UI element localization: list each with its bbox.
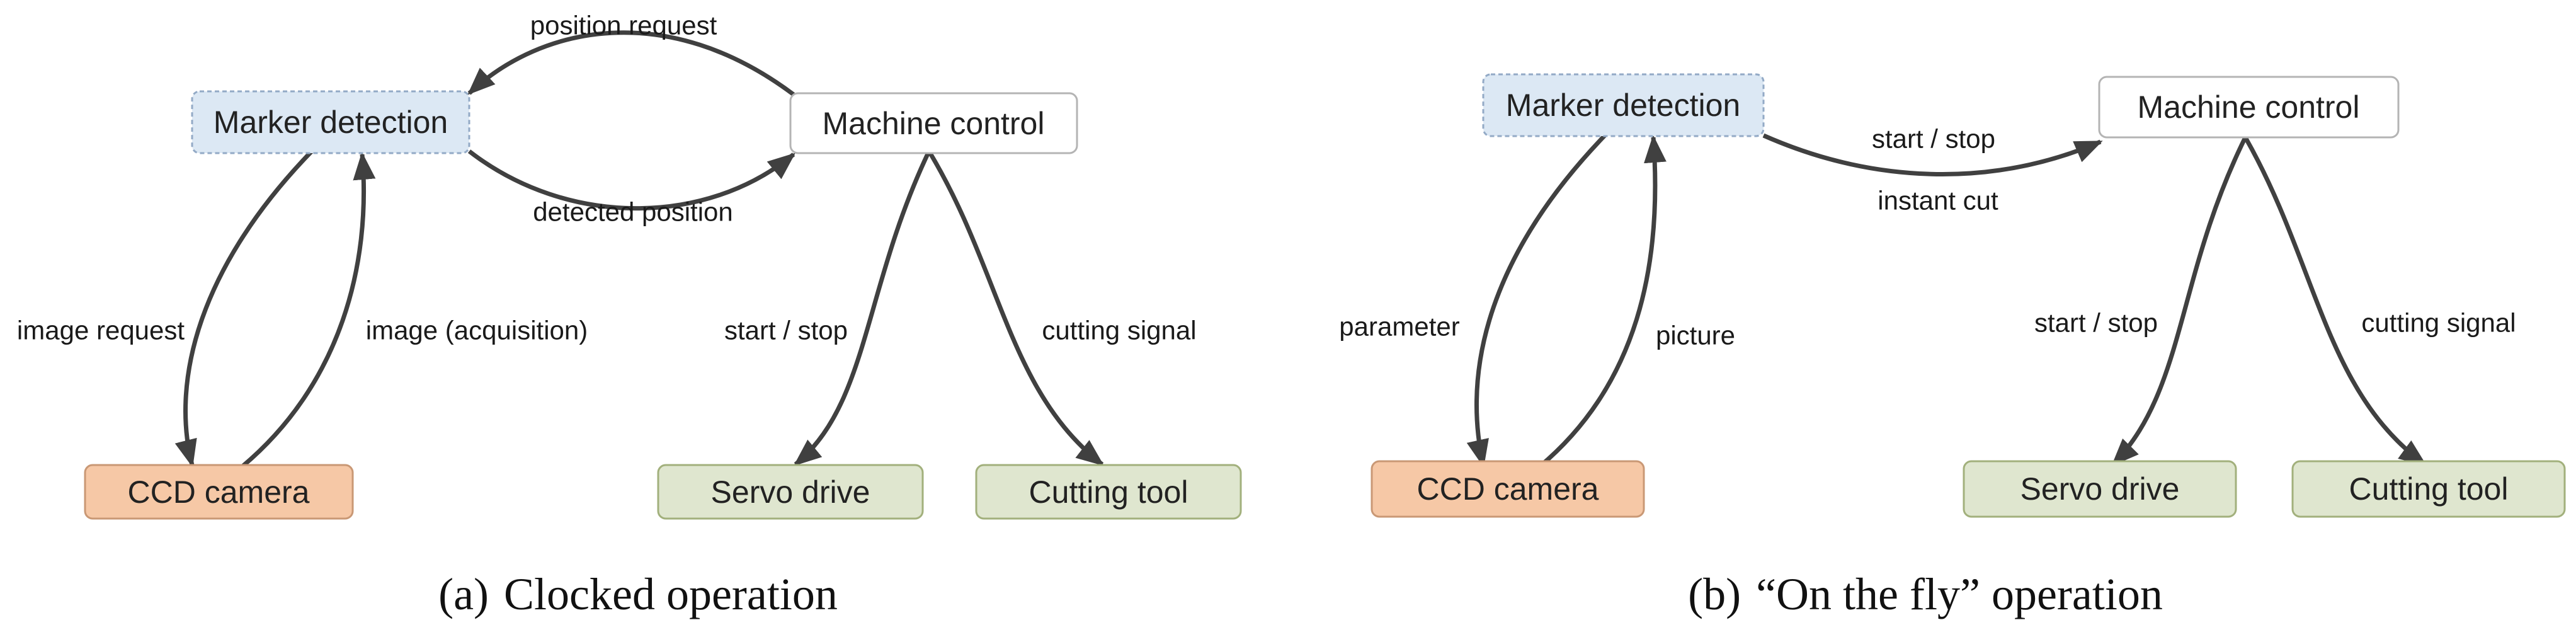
edge-label-image-request: image request bbox=[17, 316, 185, 345]
node-ccd-camera: CCD camera bbox=[1371, 460, 1645, 518]
edge-label-instant-cut: instant cut bbox=[1878, 186, 1998, 215]
node-marker-detection: Marker detection bbox=[1482, 73, 1765, 137]
edge-label-position-request: position request bbox=[530, 11, 717, 40]
caption-b: (b) “On the fly” operation bbox=[1688, 569, 2163, 619]
edge-start-stop-top bbox=[1762, 133, 2103, 176]
node-servo-drive: Servo drive bbox=[1963, 460, 2237, 518]
node-label: Machine control bbox=[823, 106, 1045, 141]
panel-on-the-fly-operation: Marker detection Machine control CCD cam… bbox=[1339, 73, 2566, 619]
edge-image-acquisition bbox=[241, 152, 376, 468]
edge-detected-position bbox=[467, 149, 796, 211]
node-label: CCD camera bbox=[128, 474, 310, 510]
edge-start-stop bbox=[2111, 136, 2248, 466]
edge-label-parameter: parameter bbox=[1339, 312, 1459, 342]
edge-label-image-acquisition: image (acquisition) bbox=[366, 316, 588, 345]
edge-label-cutting-signal: cutting signal bbox=[2361, 308, 2516, 338]
node-label: Marker detection bbox=[1506, 88, 1740, 123]
caption-label: (b) bbox=[1688, 569, 1741, 619]
node-machine-control: Machine control bbox=[2098, 76, 2400, 139]
edge-label-start-stop-top: start / stop bbox=[1872, 124, 1995, 154]
edge-label-start-stop: start / stop bbox=[724, 316, 848, 345]
node-cutting-tool: Cutting tool bbox=[975, 464, 1242, 520]
node-ccd-camera: CCD camera bbox=[84, 464, 354, 520]
panel-clocked-operation: Marker detection Machine control CCD cam… bbox=[17, 11, 1242, 619]
node-servo-drive: Servo drive bbox=[657, 464, 924, 520]
node-label: Machine control bbox=[2138, 89, 2360, 125]
node-label: Cutting tool bbox=[1029, 474, 1188, 510]
edge-label-start-stop: start / stop bbox=[2034, 308, 2158, 338]
edge-label-cutting-signal: cutting signal bbox=[1042, 316, 1196, 345]
caption-title: “On the fly” operation bbox=[1756, 569, 2163, 619]
edge-position-request bbox=[467, 30, 795, 96]
caption-a: (a) Clocked operation bbox=[438, 569, 838, 619]
edge-start-stop bbox=[793, 150, 932, 466]
edge-cutting-signal bbox=[2243, 136, 2427, 466]
edge-picture bbox=[1538, 135, 1667, 468]
node-label: Cutting tool bbox=[2349, 471, 2509, 507]
node-label: CCD camera bbox=[1417, 471, 1599, 507]
edge-cutting-signal bbox=[927, 150, 1105, 466]
node-label: Servo drive bbox=[2020, 471, 2180, 507]
caption-title: Clocked operation bbox=[504, 569, 838, 619]
edge-image-request bbox=[174, 149, 314, 468]
edge-label-picture: picture bbox=[1656, 321, 1735, 350]
edge-label-detected-position: detected position bbox=[533, 197, 733, 227]
node-machine-control: Machine control bbox=[789, 92, 1078, 154]
node-label: Marker detection bbox=[214, 105, 448, 140]
edge-parameter bbox=[1466, 134, 1607, 468]
node-marker-detection: Marker detection bbox=[191, 90, 470, 154]
node-cutting-tool: Cutting tool bbox=[2291, 460, 2566, 518]
node-label: Servo drive bbox=[711, 474, 870, 510]
caption-label: (a) bbox=[438, 569, 489, 619]
